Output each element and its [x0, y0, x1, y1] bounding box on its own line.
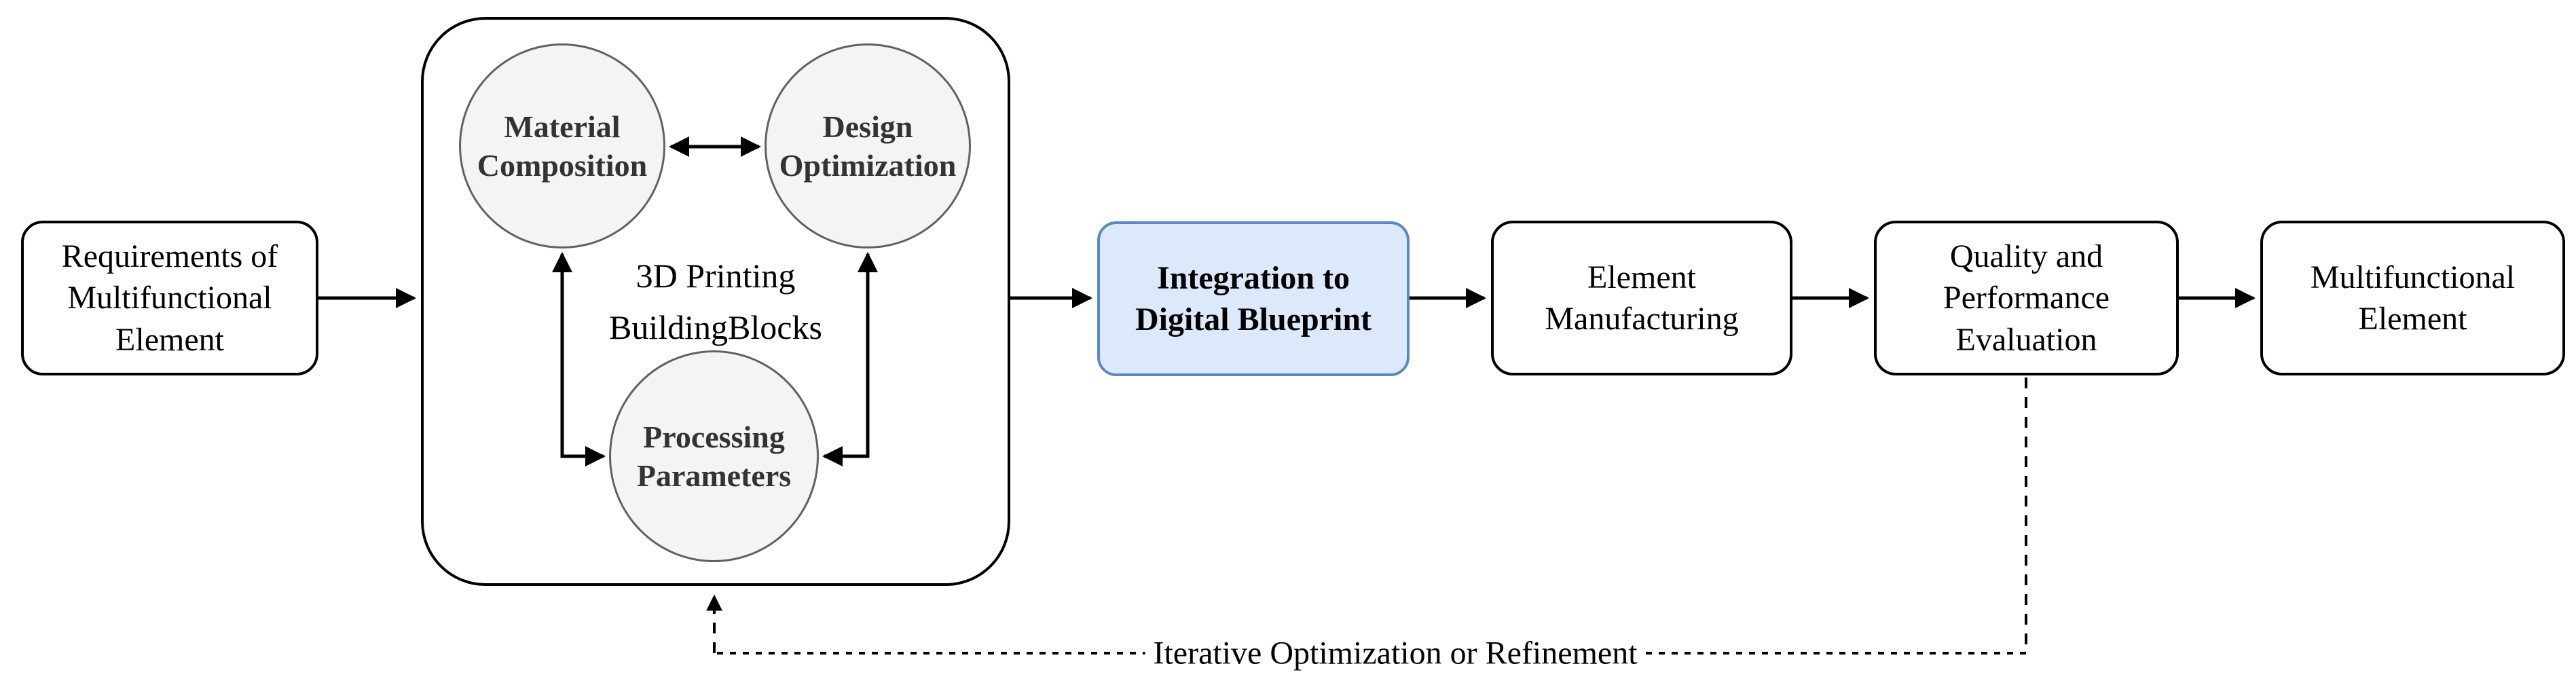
integration-box: Integration to Digital Blueprint [1097, 221, 1410, 376]
integration-label: Integration to Digital Blueprint [1135, 259, 1372, 337]
processing-parameters-label: Processing Parameters [636, 419, 792, 494]
material-composition-node: Material Composition [459, 43, 665, 248]
requirements-label: Requirements of Multifunctional Element [61, 238, 278, 358]
element-label: Multifunctional Element [2310, 259, 2516, 337]
arrow-material-processing-bidirectional [552, 252, 606, 466]
processing-parameters-node: Processing Parameters [609, 350, 819, 562]
feedback-label: Iterative Optimization or Refinement [1145, 634, 1646, 672]
element-box: Multifunctional Element [2260, 221, 2565, 375]
requirements-box: Requirements of Multifunctional Element [21, 221, 318, 375]
evaluation-label: Quality and Performance Evaluation [1943, 238, 2110, 358]
building-blocks-container [421, 17, 1010, 586]
material-composition-label: Material Composition [477, 109, 648, 183]
design-optimization-label: Design Optimization [779, 109, 957, 183]
manufacturing-label: Element Manufacturing [1545, 259, 1739, 337]
manufacturing-box: Element Manufacturing [1491, 221, 1792, 375]
evaluation-box: Quality and Performance Evaluation [1874, 221, 2179, 375]
design-optimization-node: Design Optimization [765, 43, 971, 248]
arrow-design-processing-bidirectional [822, 252, 878, 466]
building-blocks-caption: 3D Printing BuildingBlocks [609, 257, 822, 346]
